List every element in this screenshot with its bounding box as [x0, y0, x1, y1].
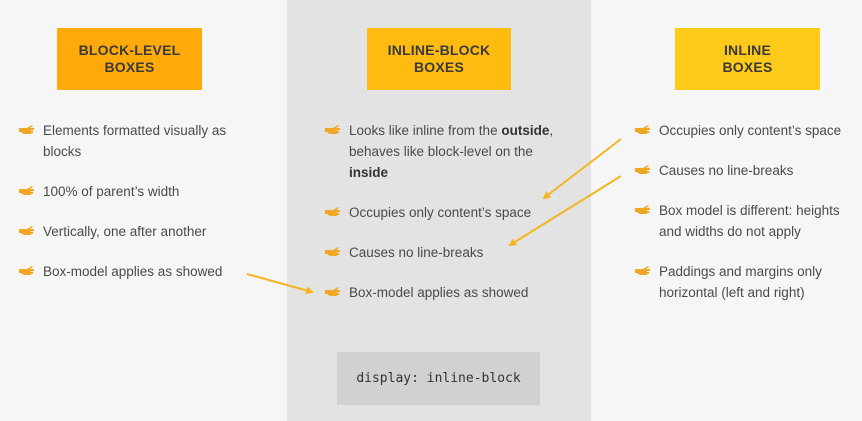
list-item: Occupies only content’s space	[634, 120, 862, 141]
pointing-hand-icon	[325, 207, 340, 216]
list-item: Paddings and margins only horizontal (le…	[634, 261, 862, 303]
list-item: Vertically, one after another	[18, 221, 268, 242]
pointing-hand-icon	[19, 125, 34, 134]
block-header-line1: BLOCK-LEVEL	[78, 42, 181, 58]
list-item: Causes no line-breaks	[324, 242, 564, 263]
list-item: Causes no line-breaks	[634, 160, 862, 181]
inline-header: INLINE BOXES	[675, 28, 820, 90]
list-item: Elements formatted visually as blocks	[18, 120, 268, 162]
pointing-hand-icon	[19, 226, 34, 235]
list-item: Box model is different: heights and widt…	[634, 200, 862, 242]
inline-block-list: Looks like inline from the outside, beha…	[324, 120, 564, 303]
code-snippet: display: inline-block	[337, 352, 540, 405]
block-level-header: BLOCK-LEVEL BOXES	[57, 28, 202, 90]
code-text: display: inline-block	[356, 371, 521, 386]
list-item: Occupies only content’s space	[324, 202, 564, 223]
list-item-text: Occupies only content’s space	[659, 123, 842, 138]
list-item-text: Vertically, one after another	[43, 224, 207, 239]
inside-emphasis: inside	[349, 165, 389, 180]
inline-header-line2: BOXES	[722, 59, 773, 75]
list-item: Looks like inline from the outside, beha…	[324, 120, 564, 183]
list-item: Box-model applies as showed	[324, 282, 564, 303]
pointing-hand-icon	[635, 165, 650, 174]
list-item-text: Box model is different: heights and widt…	[659, 203, 840, 239]
list-item-text: Box-model applies as showed	[349, 285, 529, 300]
pointing-hand-icon	[325, 287, 340, 296]
pointing-hand-icon	[635, 266, 650, 275]
list-item-text: 100% of parent’s width	[43, 184, 180, 199]
pointing-hand-icon	[635, 205, 650, 214]
list-item: Box-model applies as showed	[18, 261, 268, 282]
inline-list: Occupies only content’s space Causes no …	[634, 120, 862, 303]
block-header-line2: BOXES	[104, 59, 155, 75]
list-item-text: Looks like inline from the outside, beha…	[349, 123, 554, 180]
inline-block-header-line2: BOXES	[413, 59, 464, 75]
block-level-list: Elements formatted visually as blocks 10…	[18, 120, 268, 282]
pointing-hand-icon	[325, 247, 340, 256]
list-item-text: Box-model applies as showed	[43, 264, 223, 279]
list-item-text: Elements formatted visually as blocks	[43, 123, 227, 159]
pointing-hand-icon	[325, 125, 340, 134]
inline-block-header: INLINE-BLOCK BOXES	[367, 28, 511, 90]
pointing-hand-icon	[19, 186, 34, 195]
inline-block-header-line1: INLINE-BLOCK	[387, 42, 491, 58]
outside-emphasis: outside	[501, 123, 550, 138]
list-item: 100% of parent’s width	[18, 181, 268, 202]
list-item-text: Paddings and margins only horizontal (le…	[659, 264, 822, 300]
list-item-text: Occupies only content’s space	[349, 205, 532, 220]
inline-header-line1: INLINE	[723, 42, 772, 58]
pointing-hand-icon	[19, 266, 34, 275]
list-item-text: Causes no line-breaks	[349, 245, 484, 260]
list-item-text: Causes no line-breaks	[659, 163, 794, 178]
pointing-hand-icon	[635, 125, 650, 134]
